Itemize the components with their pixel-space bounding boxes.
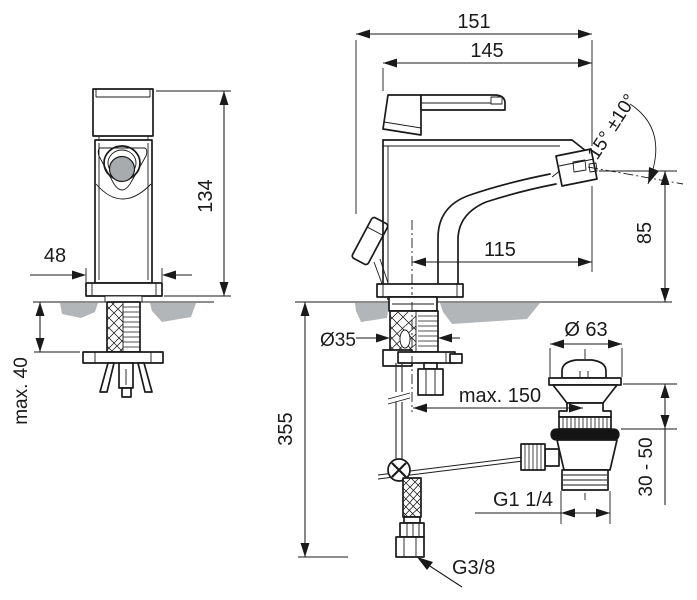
aerator-front [103,145,141,183]
base-flange-side [376,283,464,298]
dim-134-label: 134 [195,179,217,212]
waste-gasket [550,428,620,441]
dim-g38: G3/8 [417,557,495,588]
side-view [351,94,622,558]
dim-85: 85 [599,170,677,302]
dim-30-50: 30 - 50 [621,383,677,505]
deck-cross-section [33,301,672,324]
dim-max-40: max. 40 [11,302,80,425]
dimensions: 151 145 134 48 max. 40 [11,11,684,588]
escutcheon-front [97,147,148,191]
base-flange-front [85,282,163,297]
popup-cap [561,359,607,379]
deck-blob [355,303,389,322]
dim-o63: Ø 63 [549,319,623,377]
dim-g114-label: G1 1/4 [493,489,553,511]
supply-hose [395,477,425,558]
dim-134: 134 [156,90,231,297]
dim-115-label: 115 [484,239,516,261]
handle-front [92,88,154,137]
dim-g114: G1 1/4 [475,489,611,524]
dim-355: 355 [275,302,348,558]
dim-48-label: 48 [44,245,66,267]
mounting-bracket-side [382,349,463,367]
dim-g38-label: G3/8 [452,557,495,579]
deck-blob [60,303,98,318]
dim-115: 115 [412,239,592,267]
dim-o35-label: Ø35 [320,330,356,351]
popup-rod-linkage [377,363,524,482]
valve-body [417,362,444,396]
dim-355-label: 355 [275,412,297,445]
dim-85-label: 85 [634,222,656,244]
dim-3050-label: 30 - 50 [636,437,657,496]
thread-lines [123,306,140,348]
popup-knob [351,216,394,301]
dim-o35: Ø35 [320,330,460,351]
dim-145: 145 [382,40,592,91]
deck-blob [150,303,196,322]
dim-angle: 15° ±10° [584,91,684,185]
spray-axis [587,166,684,185]
knurl-lines [562,417,608,429]
front-view [82,88,164,398]
hatch-lines [106,301,124,353]
body-curve-front [95,183,152,200]
aerator-side [555,148,598,187]
mounting-hardware-front [82,295,164,398]
lever [420,94,506,111]
thread-lines [418,315,438,347]
dim-151: 151 [355,11,593,272]
dim-o63-label: Ø 63 [564,319,607,341]
dim-max40-label: max. 40 [11,357,32,425]
hose-nut [395,536,425,558]
dim-48: 48 [30,245,192,282]
deck-blob [440,303,540,324]
dim-max150-label: max. 150 [459,385,541,407]
dim-145-label: 145 [470,40,503,62]
braid-lines [402,477,422,518]
spout-outer-curve [457,183,557,285]
dim-max-150: max. 150 [413,385,583,413]
aerator-face [108,155,136,183]
handle-side [382,94,506,136]
shank-side [388,296,439,353]
spout-inner-curve [437,173,551,285]
waste-assembly [520,349,622,500]
dim-151-label: 151 [457,11,490,33]
